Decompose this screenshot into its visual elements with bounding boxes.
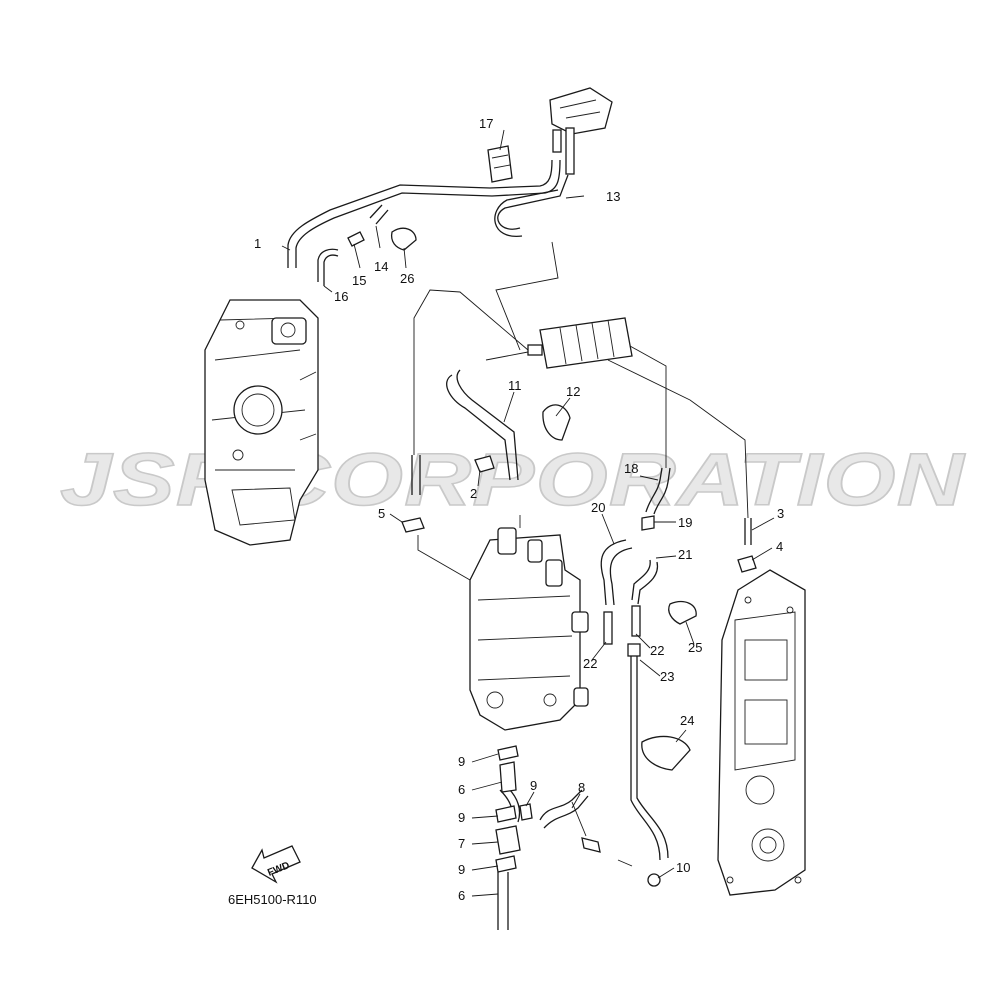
joint-23 <box>627 643 641 657</box>
callout-9b: 9 <box>530 778 537 793</box>
clip-9b <box>495 805 517 823</box>
intake-housing-left <box>204 299 319 546</box>
callout-15: 15 <box>352 273 366 288</box>
clip-9d <box>495 855 517 873</box>
callout-14: 14 <box>374 259 388 274</box>
callout-22b: 22 <box>650 643 664 658</box>
callout-22a: 22 <box>583 656 597 671</box>
joint-7 <box>495 825 521 855</box>
joint-22b <box>631 605 641 637</box>
watermark: JSP CORPORATION <box>59 437 966 522</box>
callout-2: 2 <box>470 486 477 501</box>
callout-13: 13 <box>606 189 620 204</box>
fwd-arrow: FWD <box>251 845 301 884</box>
diagram-code: 6EH5100-R110 <box>228 892 317 907</box>
clip-5 <box>401 517 425 533</box>
clamp-26 <box>390 227 417 251</box>
callout-16: 16 <box>334 289 348 304</box>
clip-17 <box>487 145 513 183</box>
leader-lines <box>281 129 775 897</box>
holder-12 <box>542 404 571 441</box>
hoses <box>287 159 752 930</box>
callouts: 1 2 3 4 5 6 6 7 8 9 9 9 9 10 11 12 13 14… <box>254 116 784 903</box>
callout-24: 24 <box>680 713 694 728</box>
clip-2 <box>474 455 495 473</box>
callout-3: 3 <box>777 506 784 521</box>
clamp-25 <box>668 601 697 625</box>
callout-1: 1 <box>254 236 261 251</box>
joint-22a <box>603 611 613 645</box>
cylinder-plate-right <box>717 569 806 896</box>
callout-9c: 9 <box>458 810 465 825</box>
vapor-canister <box>527 317 633 369</box>
clip-9a <box>497 745 519 761</box>
fuel-module-center <box>469 515 589 731</box>
callout-9d: 9 <box>458 862 465 877</box>
callout-12: 12 <box>566 384 580 399</box>
callout-9a: 9 <box>458 754 465 769</box>
callout-4: 4 <box>776 539 783 554</box>
joint-15 <box>347 231 365 247</box>
clamp-24 <box>641 735 691 771</box>
callout-10: 10 <box>676 860 690 875</box>
fittings-clamps <box>347 145 757 887</box>
callout-11: 11 <box>508 378 522 393</box>
clip-10 <box>647 873 661 887</box>
callout-19: 19 <box>678 515 692 530</box>
callout-20: 20 <box>591 500 605 515</box>
hose-6a <box>499 761 517 793</box>
callout-6b: 6 <box>458 888 465 903</box>
watermark-text: JSP CORPORATION <box>60 438 966 521</box>
callout-6a: 6 <box>458 782 465 797</box>
callout-5: 5 <box>378 506 385 521</box>
clip-4 <box>737 555 757 573</box>
top-connector-valve <box>549 87 613 175</box>
callout-8: 8 <box>578 780 585 795</box>
callout-23: 23 <box>660 669 674 684</box>
callout-17: 17 <box>479 116 493 131</box>
fitting-8 <box>581 837 601 853</box>
callout-26: 26 <box>400 271 414 286</box>
clip-9c <box>519 803 533 821</box>
callout-18: 18 <box>624 461 638 476</box>
callout-7: 7 <box>458 836 465 851</box>
callout-21: 21 <box>678 547 692 562</box>
callout-25: 25 <box>688 640 702 655</box>
joint-19 <box>641 515 655 531</box>
